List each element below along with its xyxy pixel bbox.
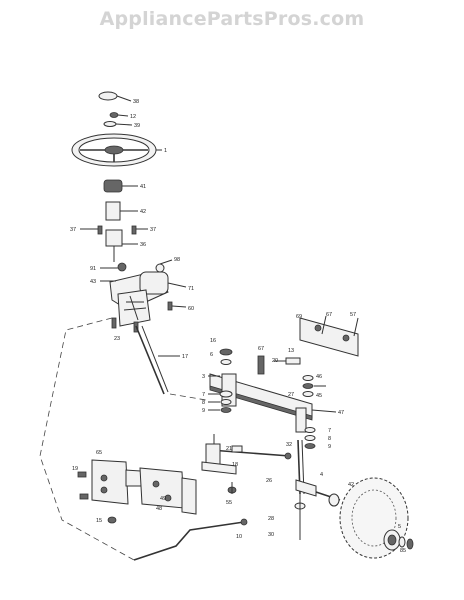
callout-46: 46 xyxy=(316,374,322,380)
callout-41: 41 xyxy=(140,184,146,190)
callout-27: 27 xyxy=(288,392,294,398)
callout-10: 10 xyxy=(236,534,242,540)
axle-hardware-left xyxy=(208,348,233,413)
assembly-guide-line xyxy=(39,317,135,561)
callout-36: 36 xyxy=(140,242,146,248)
pivot-bolt-13 xyxy=(257,355,301,375)
callout-85: 85 xyxy=(400,548,406,554)
callout-60: 60 xyxy=(188,306,194,312)
callout-69: 69 xyxy=(296,314,302,320)
axle-hardware-right xyxy=(302,375,337,449)
callout-labels: 38 12 39 1 41 42 37 37 36 91 98 43 71 60… xyxy=(70,99,406,554)
steering-gearbox xyxy=(100,259,187,333)
callout-55: 55 xyxy=(226,500,232,506)
steering-wheel-cap xyxy=(98,91,132,102)
tie-rod xyxy=(208,446,292,460)
callout-38: 38 xyxy=(133,99,139,105)
callout-1: 1 xyxy=(164,148,167,154)
callout-8-left: 8 xyxy=(202,400,205,406)
steering-wheel xyxy=(71,133,162,167)
callout-5: 5 xyxy=(398,524,401,530)
bushing-41 xyxy=(103,179,138,193)
callout-30: 30 xyxy=(268,532,274,538)
callout-6: 6 xyxy=(210,352,213,358)
callout-4: 4 xyxy=(320,472,323,478)
callout-43: 43 xyxy=(90,279,96,285)
spindle-left xyxy=(201,434,237,475)
callout-17: 17 xyxy=(182,354,188,360)
callout-18: 18 xyxy=(232,462,238,468)
nut-12 xyxy=(109,112,129,118)
bolts-37 xyxy=(80,225,148,235)
axle-support-plate xyxy=(299,315,359,357)
shaft-adapter-36 xyxy=(105,229,138,262)
callout-37-left: 37 xyxy=(70,227,76,233)
callout-47: 47 xyxy=(338,410,344,416)
callout-67-left: 67 xyxy=(258,346,264,352)
callout-98: 98 xyxy=(174,257,180,263)
callout-48: 48 xyxy=(156,506,162,512)
callout-7-right: 7 xyxy=(328,428,331,434)
callout-23: 23 xyxy=(114,336,120,342)
callout-16: 16 xyxy=(210,338,216,344)
callout-65: 65 xyxy=(96,450,102,456)
spacer-42 xyxy=(105,201,138,221)
callout-9-left: 9 xyxy=(202,408,205,414)
callout-8-right: 8 xyxy=(328,436,331,442)
watermark-text: AppliancePartsPros.com xyxy=(99,8,365,30)
steering-bracket-right xyxy=(107,467,197,524)
callout-28: 28 xyxy=(268,516,274,522)
front-axle xyxy=(209,373,313,433)
drag-rod-10 xyxy=(133,518,248,561)
callout-71: 71 xyxy=(188,286,194,292)
callout-26: 26 xyxy=(266,478,272,484)
callout-49: 49 xyxy=(160,496,166,502)
callout-21: 21 xyxy=(226,446,232,452)
spindle-right xyxy=(294,439,341,540)
washer-39 xyxy=(103,121,133,127)
callout-12: 12 xyxy=(130,114,136,120)
callout-20: 20 xyxy=(272,358,278,364)
callout-32: 32 xyxy=(286,442,292,448)
fastener-21 xyxy=(231,445,243,453)
callout-57: 57 xyxy=(350,312,356,318)
callout-19: 19 xyxy=(72,466,78,472)
callout-3: 3 xyxy=(202,374,205,380)
callout-39: 39 xyxy=(134,123,140,129)
callout-37-right: 37 xyxy=(150,227,156,233)
callout-13: 13 xyxy=(288,348,294,354)
callout-15: 15 xyxy=(96,518,102,524)
callout-45: 45 xyxy=(316,393,322,399)
drag-link-17 xyxy=(135,325,180,395)
assembly-guide-line-2 xyxy=(169,393,207,401)
callout-9-right: 9 xyxy=(328,444,331,450)
callout-42-wheel: 42 xyxy=(348,482,354,488)
bolt-55 xyxy=(227,482,237,494)
callout-91: 91 xyxy=(90,266,96,272)
callout-67-right: 67 xyxy=(326,312,332,318)
front-wheel xyxy=(328,477,414,559)
callout-7-left: 7 xyxy=(202,392,205,398)
callout-42: 42 xyxy=(140,209,146,215)
